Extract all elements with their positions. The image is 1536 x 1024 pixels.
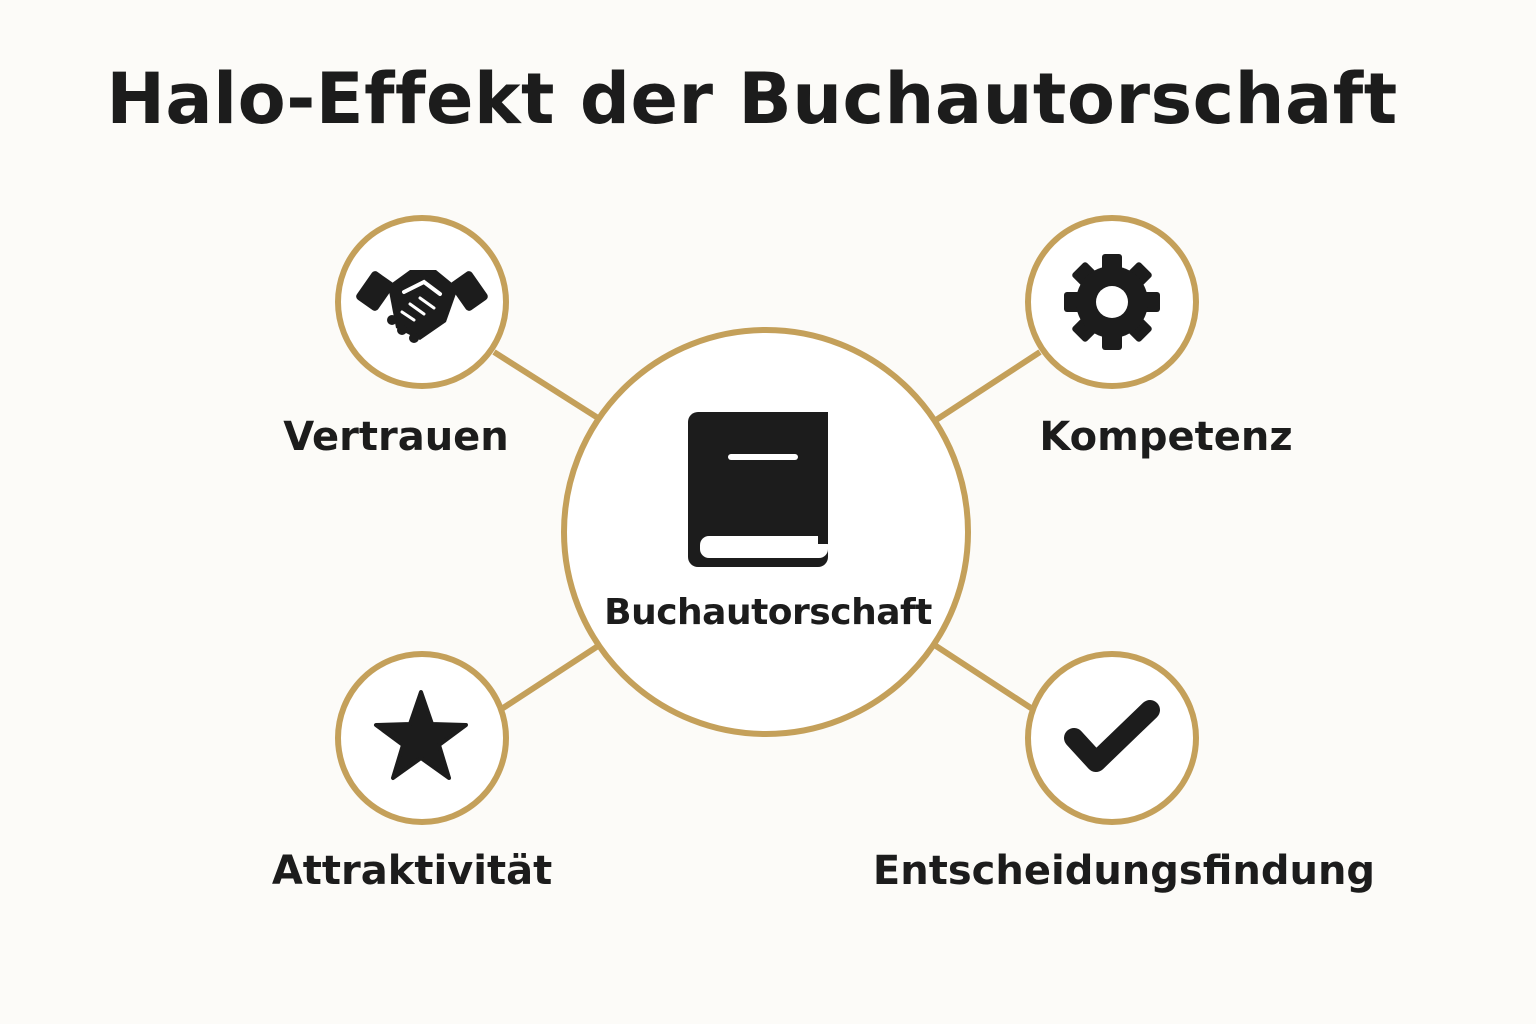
node-label-attraktivitaet: Attraktivität [271,848,553,894]
connectors [492,349,1042,713]
node-label-entscheidungsfindung: Entscheidungsfindung [872,848,1376,894]
connector-attraktivitaet [498,643,600,713]
book-icon [688,412,828,567]
connector-vertrauen [492,349,600,421]
node-label-kompetenz: Kompetenz [1039,414,1293,460]
star-icon [374,690,468,780]
handshake-icon [356,270,488,343]
connector-kompetenz [934,349,1042,423]
checkmark-icon [1064,700,1160,772]
node-label-vertrauen: Vertrauen [283,414,509,460]
diagram-title: Halo-Effekt der Buchautorschaft [106,58,1398,140]
center-label: Buchautorschaft [604,592,932,633]
gear-icon [1064,254,1160,350]
connector-entscheidungsfindung [934,643,1036,713]
